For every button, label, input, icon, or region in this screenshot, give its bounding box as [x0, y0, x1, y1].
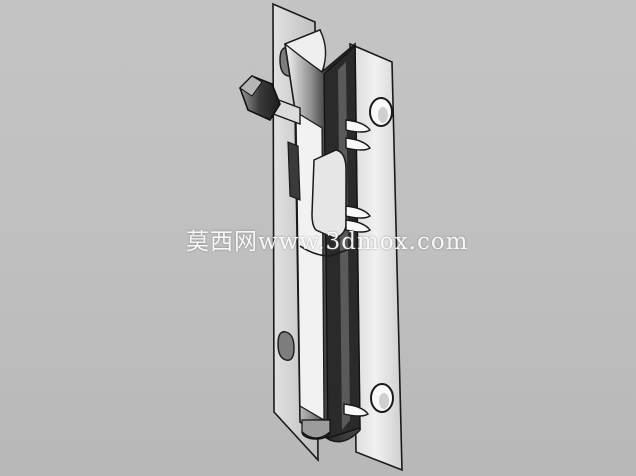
channel-top-lip	[283, 29, 327, 74]
left-plate-hole-bottom	[277, 331, 295, 361]
locking-notch-mid	[345, 137, 372, 151]
channel-segment-divider	[299, 245, 359, 257]
hex-knob-face	[239, 75, 263, 97]
channel-side-slot	[287, 141, 301, 201]
bolt-bottom-barrel	[301, 419, 331, 439]
watermark-text: 莫西网www.3dmox.com	[186, 229, 469, 255]
locking-notch-low-b	[345, 219, 372, 233]
locking-notch-low-a	[345, 205, 372, 219]
locking-notch-upper	[345, 119, 372, 133]
bolt-slide-block	[311, 149, 347, 239]
right-plate-hole-bottom-inner	[379, 393, 389, 409]
right-plate-hole-top-inner	[378, 107, 388, 123]
locking-notch-bottom	[343, 403, 370, 417]
